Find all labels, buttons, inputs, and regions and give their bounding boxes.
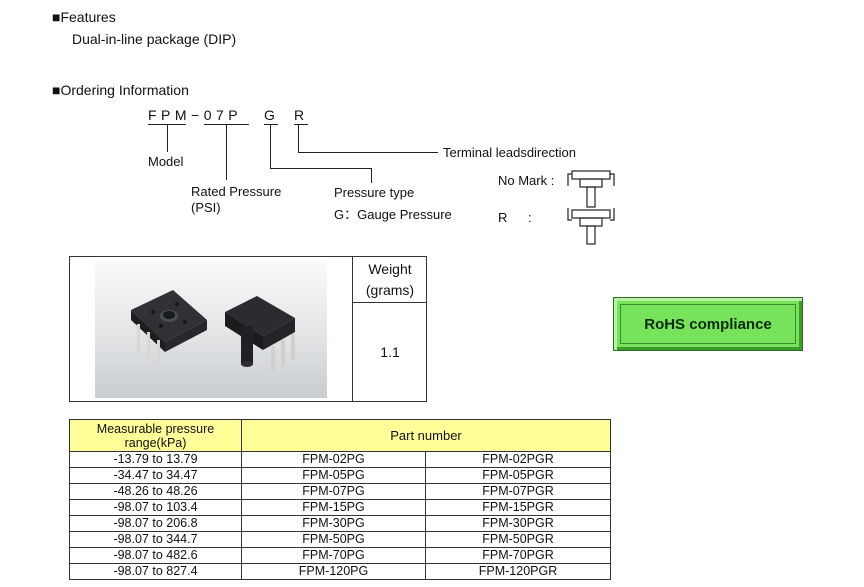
cell-part-pg: FPM-70PG [241,547,426,564]
ordering-heading: ■Ordering Information [52,82,189,98]
model-code-main: FPM−07P [148,107,243,123]
cell-part-pg: FPM-30PG [241,515,426,532]
cell-range: -98.07 to 206.8 [69,515,242,532]
model-underline [148,124,186,125]
type-underline [264,124,278,125]
rated-pressure-label: Rated Pressure [191,184,282,199]
header-range: Measurable pressure range(kPa) [69,419,242,452]
part-number-table: Measurable pressure range(kPa) Part numb… [69,419,611,580]
terminal-leader-horizontal [298,152,438,153]
cell-part-pg: FPM-50PG [241,531,426,548]
header-range-line2: range(kPa) [124,435,187,450]
terminal-label: Terminal leadsdirection [443,145,576,160]
cell-part-pgr: FPM-07PGR [425,483,611,500]
model-code-r: R [294,107,309,123]
type-leader-vertical [270,125,271,168]
cell-part-pgr: FPM-120PGR [425,563,611,580]
cell-range: -48.26 to 48.26 [69,483,242,500]
cell-part-pgr: FPM-70PGR [425,547,611,564]
model-code-g: G [264,107,280,123]
weight-table: Weight (grams) 1.1 [69,256,427,402]
rated-underline [204,124,249,125]
cell-part-pg: FPM-15PG [241,499,426,516]
weight-header-line2: (grams) [365,282,415,298]
pressure-type-value: G：Gauge Pressure [334,207,452,222]
cell-range: -98.07 to 827.4 [69,563,242,580]
leads-down-icon [567,208,615,245]
rohs-label: RoHS compliance [620,304,796,344]
weight-header-line1: Weight [368,261,412,277]
leads-up-icon [567,170,615,208]
terminal-leader-vertical [298,125,299,152]
weight-header: Weight (grams) [353,257,427,302]
model-leader [167,125,168,152]
weight-value: 1.1 [380,344,400,360]
sensor-side-view [225,296,295,372]
features-text: Dual-in-line package (DIP) [72,31,237,47]
cell-part-pgr: FPM-05PGR [425,467,611,484]
rohs-badge: RoHS compliance [613,297,803,351]
cell-part-pg: FPM-120PG [241,563,426,580]
no-mark-label: No Mark : [498,173,555,188]
cell-part-pgr: FPM-50PGR [425,531,611,548]
sensor-image [131,290,295,372]
sensor-top-view [131,290,207,366]
header-range-line1: Measurable pressure [96,421,215,436]
type-leader-horizontal [270,168,372,169]
cell-part-pg: FPM-05PG [241,467,426,484]
weight-column-divider [352,257,353,401]
sensor-photo [95,260,327,398]
rated-leader [226,125,227,180]
type-leader-drop [371,168,372,183]
table-header-row: Measurable pressure range(kPa) Part numb… [69,419,611,452]
features-heading: ■Features [52,9,116,25]
cell-range: -98.07 to 103.4 [69,499,242,516]
r-colon: : [528,210,532,225]
weight-row-divider [352,302,427,303]
cell-range: -13.79 to 13.79 [69,451,242,468]
cell-part-pgr: FPM-15PGR [425,499,611,516]
cell-part-pgr: FPM-02PGR [425,451,611,468]
cell-part-pgr: FPM-30PGR [425,515,611,532]
rated-pressure-unit: (PSI) [191,200,221,215]
cell-range: -98.07 to 482.6 [69,547,242,564]
cell-range: -98.07 to 344.7 [69,531,242,548]
terminal-underline [294,124,308,125]
r-label: R [498,210,508,225]
cell-range: -34.47 to 34.47 [69,467,242,484]
pressure-type-label: Pressure type [334,185,415,200]
model-label: Model [148,154,184,169]
cell-part-pg: FPM-02PG [241,451,426,468]
header-part-number: Part number [241,419,611,452]
cell-part-pg: FPM-07PG [241,483,426,500]
